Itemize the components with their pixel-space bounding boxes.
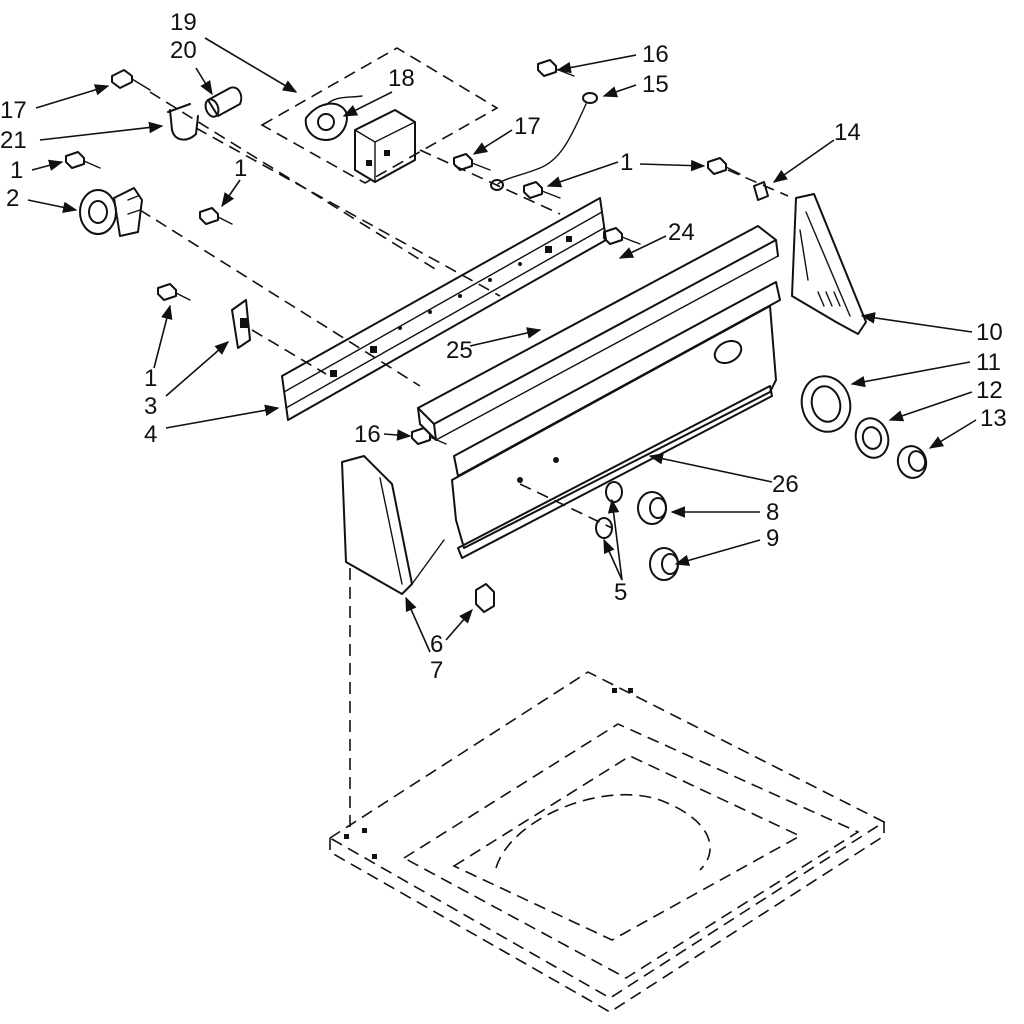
end-cap-part-6-7 bbox=[341, 455, 445, 595]
callout-24: 24 bbox=[668, 219, 695, 246]
callout-5: 5 bbox=[614, 579, 627, 606]
pressure-switch-part-2 bbox=[79, 187, 143, 237]
knob-assembly-11-12-13 bbox=[800, 375, 928, 479]
callout-17: 17 bbox=[514, 113, 541, 140]
callout-9: 9 bbox=[766, 525, 779, 552]
clip-part-14 bbox=[753, 181, 769, 201]
rear-channel-part-4 bbox=[281, 197, 607, 421]
callout-15: 15 bbox=[642, 71, 669, 98]
clamp-part-21 bbox=[167, 103, 199, 141]
callout-16: 16 bbox=[642, 41, 669, 68]
leader-arrows bbox=[27, 37, 977, 653]
bracket-part-3 bbox=[231, 299, 251, 349]
callout-8: 8 bbox=[766, 499, 779, 526]
callout-7: 7 bbox=[430, 657, 443, 684]
switch-group-outline bbox=[260, 47, 499, 184]
callout-10: 10 bbox=[976, 319, 1003, 346]
assembly-lines bbox=[139, 91, 789, 529]
switch-part-18 bbox=[304, 95, 416, 183]
console-panel-part-26 bbox=[451, 281, 781, 559]
ground-wire-part-15 bbox=[490, 92, 598, 191]
callout-20: 20 bbox=[170, 37, 197, 64]
callout-1: 1 bbox=[144, 365, 157, 392]
callout-17: 17 bbox=[0, 97, 27, 124]
callout-labels: 19 20 18 16 15 17 21 17 1 2 1 1 14 24 25… bbox=[0, 9, 1007, 684]
capacitor-part-20 bbox=[204, 86, 243, 118]
end-cap-part-10 bbox=[791, 193, 867, 335]
callout-21: 21 bbox=[0, 127, 27, 154]
callout-4: 4 bbox=[144, 421, 157, 448]
knobs-8-9 bbox=[595, 481, 679, 581]
callout-26: 26 bbox=[772, 471, 799, 498]
top-cover-outline bbox=[328, 568, 886, 1013]
callout-12: 12 bbox=[976, 377, 1003, 404]
callout-18: 18 bbox=[388, 65, 415, 92]
callout-3: 3 bbox=[144, 393, 157, 420]
callout-16: 16 bbox=[354, 421, 381, 448]
callout-6: 6 bbox=[430, 631, 443, 658]
callout-1: 1 bbox=[620, 149, 633, 176]
callout-1: 1 bbox=[234, 155, 247, 182]
callout-11: 11 bbox=[976, 349, 1001, 376]
callout-2: 2 bbox=[6, 185, 19, 212]
callout-13: 13 bbox=[980, 405, 1007, 432]
callout-1: 1 bbox=[10, 157, 23, 184]
callout-19: 19 bbox=[170, 9, 197, 36]
screws bbox=[65, 59, 741, 613]
top-strip-part-25 bbox=[417, 225, 779, 441]
callout-14: 14 bbox=[834, 119, 861, 146]
callout-25: 25 bbox=[446, 337, 473, 364]
